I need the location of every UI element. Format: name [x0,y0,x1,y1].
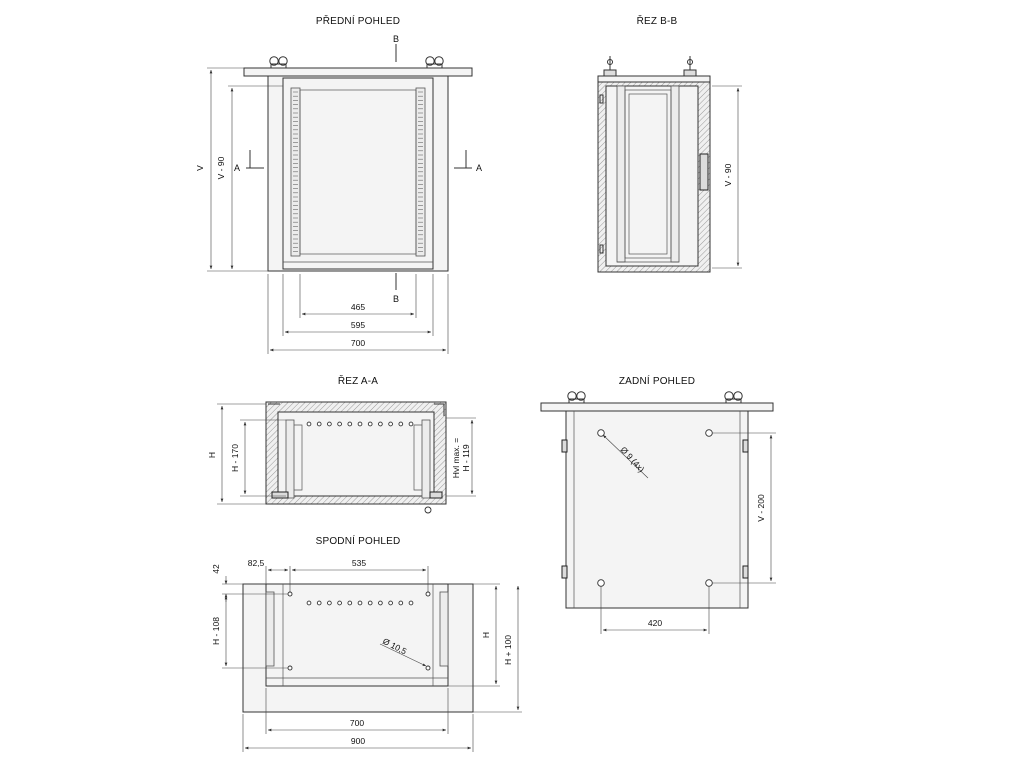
bottom-view-hole [378,600,383,606]
section-aa-hole [337,421,342,427]
front-rail-ticks-left [293,91,298,252]
section-aa-hole [306,421,312,427]
front-dim-595: 595 [351,320,365,330]
bottom-view-hole [408,600,414,606]
section-aa-dim-h: H [207,452,217,458]
section-aa-dim-hvl-1: Hvl max. = [451,438,461,478]
front-door-frame [282,77,434,270]
front-top-plate [243,67,473,77]
rear-cabinet-body [565,410,749,609]
rear-top-plate [540,402,774,412]
bottom-view-hole [367,600,373,606]
front-lifting-eye-left [269,56,288,69]
section-aa-inner [277,411,435,497]
bottom-view-hole [398,600,404,606]
bottom-view-title: SPODNÍ POHLED [316,534,401,547]
bottom-dim-900: 900 [351,736,365,746]
front-view: PŘEDNÍ POHLED B B A A [195,14,482,354]
section-aa-holes [306,421,414,427]
front-section-a-right: A [476,163,482,173]
section-aa-hole [367,421,373,427]
bottom-view-hole [327,600,332,606]
front-lifting-eye-right [425,56,444,69]
rear-dim-420: 420 [648,618,662,628]
bottom-dim-h100: H + 100 [503,635,513,665]
bottom-view: SPODNÍ POHLED Ø 10,5 82,5 535 42 H - 108 [211,534,522,752]
bottom-dim-700: 700 [350,718,364,728]
front-dim-700: 700 [351,338,365,348]
bottom-view-hole [306,600,312,606]
bottom-dim-42: 42 [211,564,221,574]
bottom-view-hole [316,600,322,606]
section-aa-view: ŘEZ A-A H H - 170 Hvl max. = H - 119 [207,374,476,514]
bottom-view-holes [306,600,414,606]
bottom-view-hole [347,600,353,606]
bottom-dim-825: 82,5 [248,558,265,568]
section-aa-hole [388,421,393,427]
front-dim-465: 465 [351,302,365,312]
section-aa-hole [378,421,383,427]
rear-lifting-eye-right [724,391,743,404]
bottom-cabinet-outline [265,583,449,687]
front-dim-v: V [195,165,205,171]
section-bb-title: ŘEZ B-B [637,14,678,27]
section-aa-hole [327,421,332,427]
bottom-view-hole [388,600,393,606]
bottom-dim-h: H [481,632,491,638]
front-section-b-bottom: B [393,294,399,304]
front-section-a-left: A [234,163,240,173]
section-aa-hole [398,421,404,427]
bottom-dim-535: 535 [352,558,366,568]
rear-view: ZADNÍ POHLED Ø 9 (4x) V - 200 [540,374,776,634]
front-dim-v90: V - 90 [216,156,226,179]
section-aa-hole [357,421,363,427]
bottom-dim-h108: H - 108 [211,617,221,645]
section-aa-hole [408,421,414,427]
section-bb-view: ŘEZ B-B V - 90 [597,14,742,273]
bottom-view-hole [337,600,342,606]
front-rail-ticks-right [418,91,423,252]
front-view-title: PŘEDNÍ POHLED [316,14,400,27]
section-aa-hole [347,421,353,427]
section-aa-dim-h170: H - 170 [230,444,240,472]
section-aa-dim-hvl-2: H - 119 [461,444,471,472]
rear-view-title: ZADNÍ POHLED [619,374,695,387]
section-aa-title: ŘEZ A-A [338,374,378,387]
front-section-b-top: B [393,34,399,44]
section-bb-dim-v90: V - 90 [723,163,733,186]
rear-dim-v200: V - 200 [756,494,766,522]
section-aa-hole [316,421,322,427]
rear-lifting-eye-left [567,391,586,404]
bottom-view-hole [357,600,363,606]
